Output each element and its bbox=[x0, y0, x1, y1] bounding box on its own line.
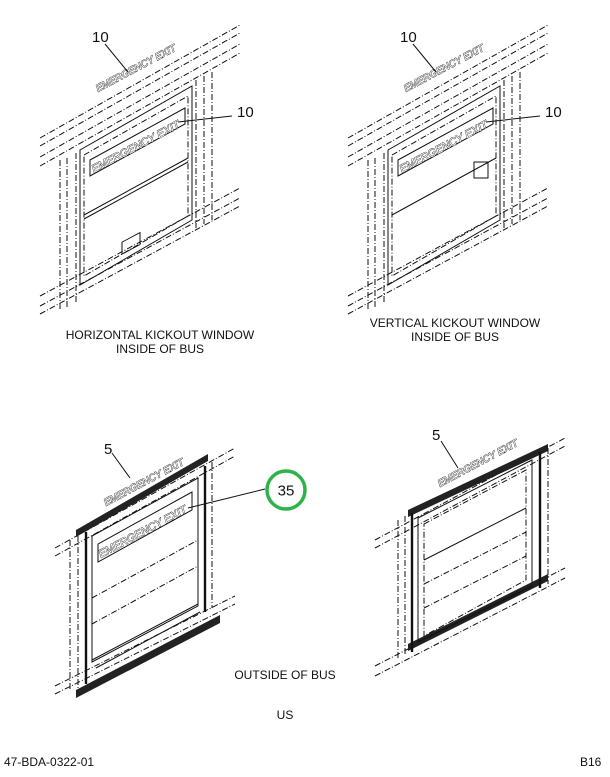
release-handle bbox=[473, 161, 489, 179]
callout-number-highlighted: 35 bbox=[278, 483, 295, 500]
inner-label-line bbox=[423, 507, 527, 561]
release-handle bbox=[121, 231, 141, 255]
leader-line bbox=[485, 115, 541, 123]
view-outside-right: EMERGENCY EXIT 5 bbox=[374, 427, 566, 677]
caption-line: INSIDE OF BUS bbox=[115, 342, 204, 356]
header-decal-text: EMERGENCY EXIT bbox=[402, 43, 487, 95]
outside-of-bus-label: OUTSIDE OF BUS bbox=[234, 668, 336, 682]
window-frame bbox=[91, 477, 199, 663]
window-inner-frame bbox=[391, 95, 497, 277]
caption-line: VERTICAL KICKOUT WINDOW bbox=[369, 316, 541, 330]
leader-line bbox=[104, 43, 129, 73]
callout-number: 5 bbox=[432, 427, 440, 444]
caption-line: INSIDE OF BUS bbox=[410, 330, 499, 344]
header-band bbox=[408, 444, 548, 517]
highlight-circle bbox=[265, 469, 307, 511]
decal-text: EMERGENCY EXIT bbox=[398, 118, 491, 175]
callout-number: 10 bbox=[400, 29, 417, 46]
leader-line bbox=[412, 43, 437, 73]
document-number: 47-BDA-0322-01 bbox=[4, 755, 95, 769]
region-label: US bbox=[276, 708, 294, 722]
header-decal-text: EMERGENCY EXIT bbox=[94, 43, 179, 95]
window-split-line bbox=[83, 157, 189, 216]
caption-line: HORIZONTAL KICKOUT WINDOW bbox=[65, 328, 255, 342]
callout-number: 5 bbox=[104, 441, 112, 458]
view-horizontal-kickout-inside: EMERGENCY EXIT EMERGENCY EXIT 10 10 bbox=[39, 24, 254, 315]
header-band bbox=[76, 454, 208, 537]
leader-line bbox=[187, 488, 266, 509]
window-frame bbox=[79, 85, 193, 286]
leader-line bbox=[111, 452, 131, 479]
header-decal-text: EMERGENCY EXIT bbox=[102, 457, 187, 509]
wall-rails bbox=[347, 24, 549, 315]
window-frame bbox=[417, 459, 533, 643]
decal-text: EMERGENCY EXIT bbox=[90, 118, 183, 175]
emergency-exit-decal bbox=[97, 491, 193, 563]
caption-horizontal-kickout: HORIZONTAL KICKOUT WINDOW INSIDE OF BUS bbox=[60, 328, 260, 356]
caption-vertical-kickout: VERTICAL KICKOUT WINDOW INSIDE OF BUS bbox=[355, 316, 555, 344]
view-outside-left: EMERGENCY EXIT EMERGENCY EXIT 5 35 bbox=[54, 441, 307, 698]
emergency-exit-decal bbox=[89, 107, 186, 177]
view-vertical-kickout-inside: EMERGENCY EXIT EMERGENCY EXIT 10 10 bbox=[347, 24, 562, 315]
leader-line bbox=[440, 440, 459, 469]
footer-band bbox=[76, 615, 220, 698]
posts bbox=[367, 72, 521, 310]
window-split-line bbox=[391, 157, 497, 216]
window-frame bbox=[387, 85, 501, 286]
callout-number: 10 bbox=[237, 104, 254, 121]
posts bbox=[59, 72, 213, 310]
leader-line bbox=[177, 115, 233, 123]
emergency-exit-decal bbox=[397, 107, 494, 177]
page-code: B16 bbox=[580, 755, 602, 769]
callout-number: 10 bbox=[545, 104, 562, 121]
callout-number: 10 bbox=[92, 29, 109, 46]
window-inner-frame bbox=[83, 95, 189, 277]
